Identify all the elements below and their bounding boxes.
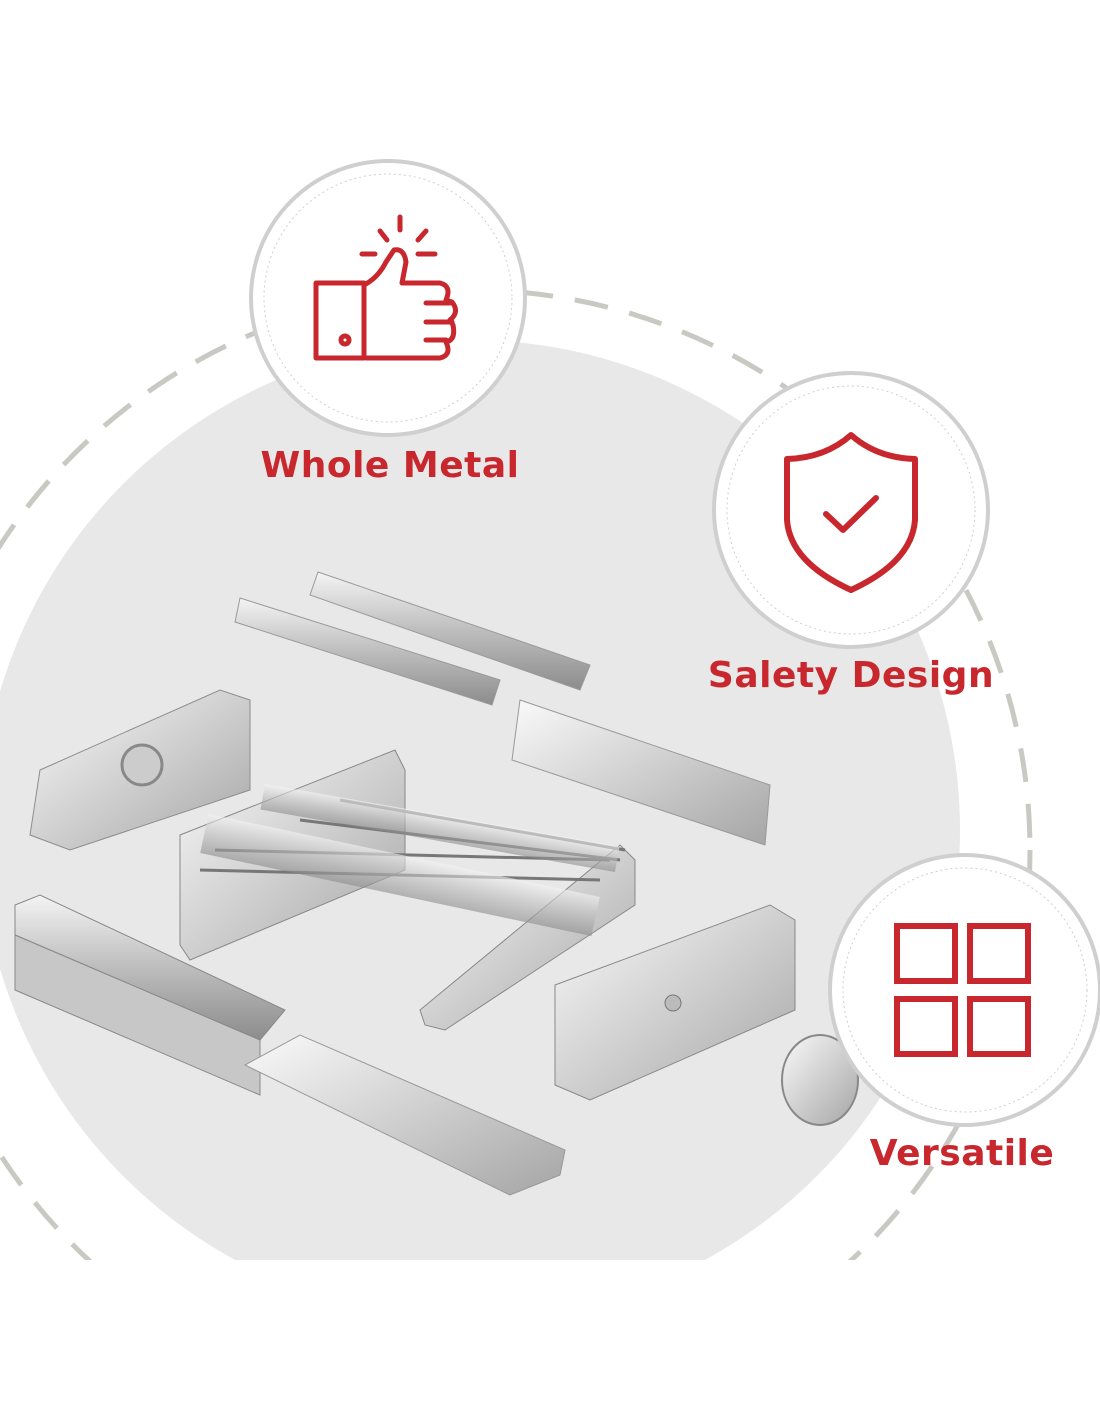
pasta-cutter-illustration xyxy=(14,571,859,1196)
feature-label-whole-metal: Whole Metal xyxy=(260,445,520,486)
artwork: Whole Metal Salety Design Versatile xyxy=(0,159,1100,1260)
thumbs-up-icon xyxy=(313,214,458,361)
badge-safety-design xyxy=(712,371,990,649)
shield-check-icon xyxy=(784,432,918,593)
badge-whole-metal xyxy=(249,159,527,437)
grid-four-squares-icon xyxy=(894,923,1031,1057)
feature-label-versatile: Versatile xyxy=(869,1133,1055,1174)
feature-label-safety-design: Salety Design xyxy=(707,655,995,696)
badge-versatile xyxy=(828,853,1100,1127)
illustration xyxy=(0,159,1100,1260)
